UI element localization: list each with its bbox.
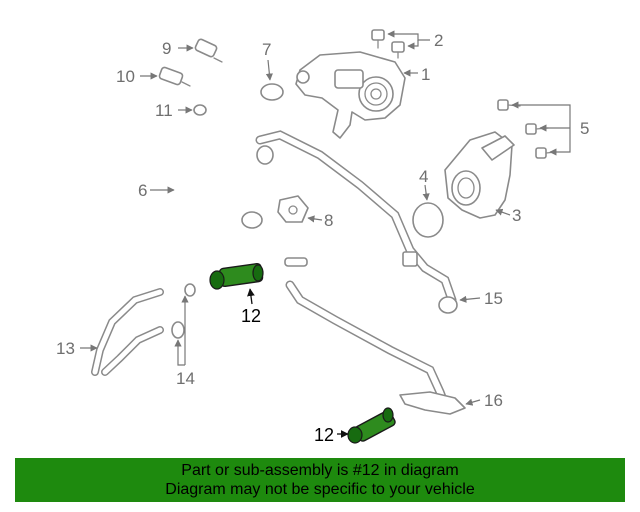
part-5-bolts bbox=[497, 99, 557, 159]
part-11-washer bbox=[193, 104, 207, 116]
part-6-coolant-pipe bbox=[176, 109, 308, 267]
callout-8: 8 bbox=[324, 211, 333, 230]
part-14-o-rings bbox=[171, 283, 196, 339]
part-4-o-ring bbox=[412, 202, 444, 238]
part-8-gasket bbox=[277, 195, 309, 223]
part-16-coolant-pipe bbox=[285, 280, 466, 415]
part-1-water-pump bbox=[295, 51, 406, 139]
callout-12-lower: 12 bbox=[314, 425, 334, 445]
part-12-highlighted-lower bbox=[347, 407, 396, 444]
part-13-hose-assembly bbox=[91, 288, 164, 376]
part-9-sensor bbox=[194, 38, 223, 63]
leader-lines bbox=[80, 30, 571, 438]
callout-5: 5 bbox=[580, 119, 589, 138]
callout-7: 7 bbox=[262, 40, 271, 59]
callout-2: 2 bbox=[434, 31, 443, 50]
callout-4: 4 bbox=[419, 167, 428, 186]
callout-15: 15 bbox=[484, 289, 503, 308]
banner-line-1: Part or sub-assembly is #12 in diagram bbox=[181, 462, 459, 479]
callout-9: 9 bbox=[162, 39, 171, 58]
callout-14: 14 bbox=[176, 369, 195, 388]
part-10-sensor bbox=[158, 66, 191, 87]
callout-12-upper: 12 bbox=[241, 306, 261, 326]
callout-1: 1 bbox=[421, 65, 430, 84]
callout-11: 11 bbox=[155, 101, 173, 120]
info-banner: Part or sub-assembly is #12 in diagram D… bbox=[15, 458, 625, 502]
part-7-o-ring bbox=[260, 83, 284, 101]
part-15-coolant-hose bbox=[255, 130, 458, 314]
callout-3: 3 bbox=[512, 206, 521, 225]
callout-6: 6 bbox=[138, 181, 147, 200]
parts-diagram: 1 2 3 4 5 6 7 8 9 10 11 12 12 13 14 15 1… bbox=[56, 29, 589, 445]
part-2-bolts bbox=[371, 29, 405, 59]
part-3-thermostat-housing bbox=[444, 131, 515, 219]
callout-16: 16 bbox=[484, 391, 503, 410]
callout-13: 13 bbox=[56, 339, 75, 358]
banner-line-2: Diagram may not be specific to your vehi… bbox=[165, 481, 475, 498]
callout-10: 10 bbox=[116, 67, 135, 86]
part-12-highlighted-upper bbox=[209, 262, 264, 290]
